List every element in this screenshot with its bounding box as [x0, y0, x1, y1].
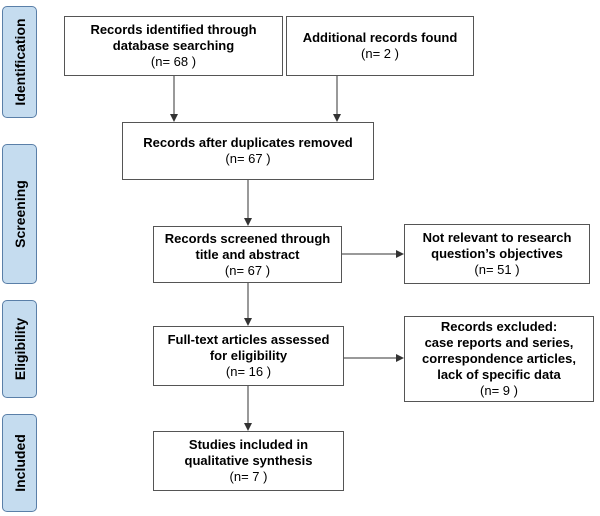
- phase-identification: Identification: [2, 6, 37, 118]
- phase-included: Included: [2, 414, 37, 512]
- database-search-line2: database searching: [112, 38, 235, 53]
- box-not-relevant: Not relevant to research question’s obje…: [404, 224, 590, 284]
- screened-line2: title and abstract: [195, 246, 300, 262]
- not-relevant-line2: question’s objectives: [431, 246, 563, 261]
- additional-records-count: (n= 2 ): [361, 46, 399, 61]
- box-duplicates-removed: Records after duplicates removed (n= 67 …: [122, 122, 374, 180]
- box-database-search: Records identified through database sear…: [64, 16, 283, 76]
- phase-screening: Screening: [2, 144, 37, 284]
- excluded-line2: case reports and series,: [424, 335, 574, 350]
- duplicates-removed-count: (n= 67 ): [225, 151, 271, 166]
- not-relevant-line1: Not relevant to research: [422, 230, 572, 245]
- screened-line1: Records screened through: [164, 230, 331, 246]
- excluded-line3: correspondence articles,: [422, 351, 576, 366]
- screened-count: (n= 67 ): [224, 262, 271, 278]
- excluded-count: (n= 9 ): [480, 383, 518, 398]
- box-excluded: Records excluded: case reports and serie…: [404, 316, 594, 402]
- fulltext-assessed-line1: Full-text articles assessed: [167, 332, 330, 347]
- database-search-count: (n= 68 ): [150, 54, 197, 69]
- fulltext-assessed-line2: for eligibility: [209, 348, 288, 363]
- excluded-line1: Records excluded:: [440, 319, 558, 334]
- box-screened: Records screened through title and abstr…: [153, 226, 342, 283]
- not-relevant-count: (n= 51 ): [474, 262, 520, 277]
- database-search-line1: Records identified through: [90, 22, 257, 37]
- phase-eligibility: Eligibility: [2, 300, 37, 398]
- box-additional-records: Additional records found (n= 2 ): [286, 16, 474, 76]
- additional-records-line1: Additional records found: [302, 30, 458, 45]
- box-included: Studies included in qualitative synthesi…: [153, 431, 344, 491]
- included-line2: qualitative synthesis: [184, 453, 313, 468]
- included-line1: Studies included in: [188, 437, 309, 452]
- box-fulltext-assessed: Full-text articles assessed for eligibil…: [153, 326, 344, 386]
- included-count: (n= 7 ): [229, 469, 268, 484]
- excluded-line4: lack of specific data: [437, 367, 561, 382]
- duplicates-removed-line1: Records after duplicates removed: [143, 135, 353, 150]
- fulltext-assessed-count: (n= 16 ): [225, 364, 272, 379]
